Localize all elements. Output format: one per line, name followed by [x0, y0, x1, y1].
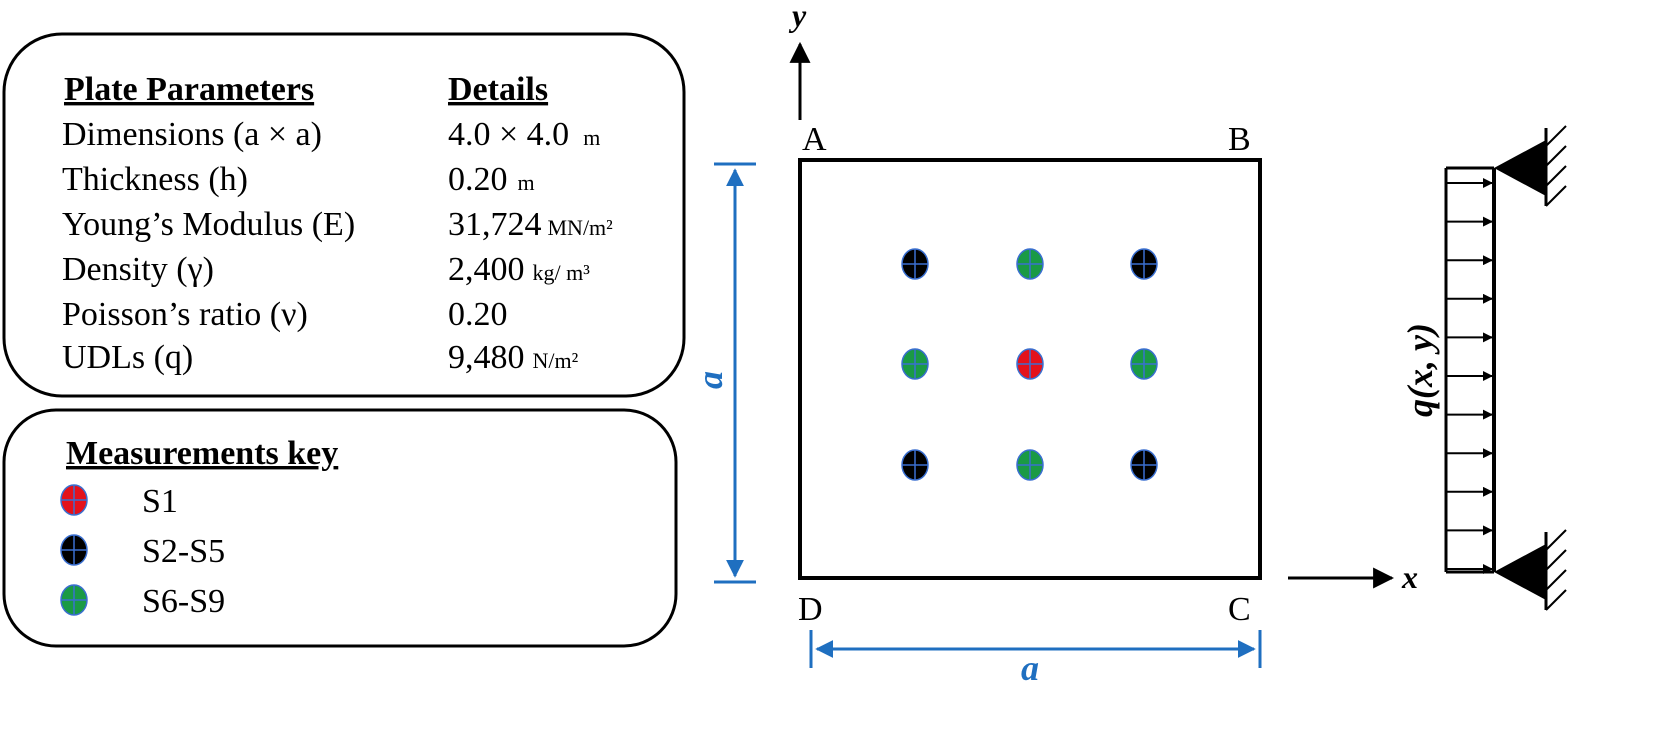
- support-bottom-hatch: [1545, 589, 1567, 611]
- support-bottom-triangle: [1494, 544, 1546, 600]
- corner-a: A: [802, 121, 827, 158]
- param-label-modulus: Young’s Modulus (E): [62, 206, 355, 243]
- key-label-s2-s5: S2-S5: [142, 533, 225, 570]
- support-bottom-hatch: [1545, 569, 1567, 591]
- support-bottom-hatch: [1545, 529, 1567, 551]
- vertical-dimension: a: [690, 162, 756, 584]
- param-value-poisson: 0.20: [448, 296, 508, 333]
- support-top-hatch: [1545, 185, 1567, 207]
- param-label-poisson: Poisson’s ratio (ν): [62, 296, 308, 333]
- y-axis-label: y: [788, 0, 807, 33]
- key-panel-border: [2, 408, 678, 648]
- sensor-grid: [901, 248, 1158, 481]
- horizontal-dimension: a: [809, 630, 1262, 688]
- parameters-panel: Plate Parameters Details Dimensions (a ×…: [2, 32, 686, 398]
- support-bottom: [1494, 529, 1567, 611]
- corner-c: C: [1228, 591, 1251, 628]
- load-label: q(x, y): [1400, 323, 1440, 417]
- hdim-label: a: [1021, 648, 1039, 688]
- support-top-triangle: [1494, 140, 1546, 196]
- param-label-density: Density (γ): [62, 251, 214, 288]
- corner-b: B: [1228, 121, 1251, 158]
- sensor-s3: [1130, 248, 1158, 280]
- header-param: Plate Parameters: [64, 71, 314, 108]
- x-axis-label: x: [1401, 559, 1418, 595]
- param-label-udl: UDLs (q): [62, 339, 193, 376]
- header-detail: Details: [448, 71, 548, 108]
- sensor-s5: [1130, 449, 1158, 481]
- parameters-panel-border: [2, 32, 686, 398]
- sensor-s6: [1016, 248, 1044, 280]
- key-title: Measurements key: [66, 435, 338, 472]
- sensor-s9: [1016, 449, 1044, 481]
- plate-outline: [798, 158, 1262, 580]
- key-item-s6-s9: S6-S9: [60, 583, 225, 620]
- sensor-s2: [901, 248, 929, 280]
- load-arrows: [1446, 178, 1493, 574]
- sensor-s8: [1130, 348, 1158, 380]
- key-marker-black: [60, 534, 88, 566]
- key-marker-green: [60, 584, 88, 616]
- sensor-s1: [1016, 348, 1044, 380]
- param-label-dimensions: Dimensions (a × a): [62, 116, 322, 153]
- corner-d: D: [798, 591, 823, 628]
- support-top-hatch: [1545, 165, 1567, 187]
- support-top-hatch: [1545, 125, 1567, 147]
- support-bottom-hatch: [1545, 549, 1567, 571]
- key-item-s2-s5: S2-S5: [60, 533, 225, 570]
- sensor-s7: [901, 348, 929, 380]
- support-top: [1494, 125, 1567, 207]
- measurements-key-panel: Measurements key S1 S2-S5 S6-S9: [2, 408, 678, 648]
- vdim-label: a: [690, 371, 730, 389]
- param-label-thickness: Thickness (h): [62, 161, 248, 198]
- plate-diagram: y A B C D a a x: [690, 0, 1418, 688]
- load-side-view: q(x, y): [1400, 125, 1567, 611]
- key-marker-red: [60, 484, 88, 516]
- key-item-s1: S1: [60, 483, 178, 520]
- support-top-hatch: [1545, 145, 1567, 167]
- key-label-s1: S1: [142, 483, 178, 520]
- key-label-s6-s9: S6-S9: [142, 583, 225, 620]
- sensor-s4: [901, 449, 929, 481]
